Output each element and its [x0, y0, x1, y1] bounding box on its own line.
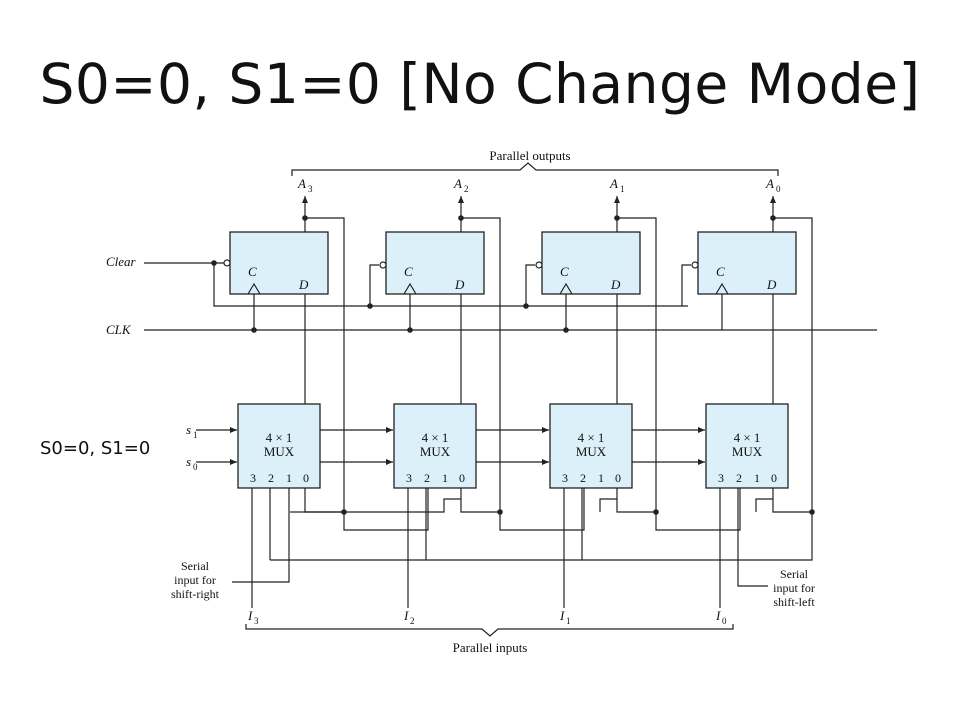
clk-label: CLK [106, 322, 132, 337]
serial-right-label-line1: Serial [181, 559, 210, 573]
select-state-note: S0=0, S1=0 [40, 438, 151, 459]
mux-subtitle: MUX [732, 444, 763, 459]
output-a3-label: A [297, 176, 306, 191]
output-a3-subscript: 3 [308, 184, 313, 194]
outputs-bracket [291, 162, 779, 176]
mux-subtitle: MUX [264, 444, 295, 459]
output-a1-label: A [609, 176, 618, 191]
slide-title: S0=0, S1=0 [No Change Mode] [39, 52, 921, 116]
mux-title: 4 × 1 [734, 430, 761, 445]
serial-right-label-line3: shift-right [171, 587, 220, 601]
junction-dots [211, 215, 815, 515]
mux-input-label: 0 [303, 471, 309, 485]
mux-input-label: 2 [268, 471, 274, 485]
mux-3 [237, 403, 321, 489]
mux-title: 4 × 1 [422, 430, 449, 445]
ff-d-label: D [610, 277, 621, 292]
mux-input-label: 3 [250, 471, 256, 485]
mux-0 [705, 403, 789, 489]
mux-subtitle: MUX [420, 444, 451, 459]
mux-title: 4 × 1 [578, 430, 605, 445]
s1-subscript: 1 [193, 430, 198, 440]
flipflop-a1 [535, 231, 641, 295]
clear-label: Clear [106, 254, 137, 269]
mux-title: 4 × 1 [266, 430, 293, 445]
s0-label: s [186, 454, 191, 469]
s0-subscript: 0 [193, 462, 198, 472]
clear-bus [213, 263, 688, 307]
mux-subtitle: MUX [576, 444, 607, 459]
flipflop-a3 [223, 231, 329, 295]
mux-input-label: 1 [754, 471, 760, 485]
input-i3-subscript: 3 [254, 616, 259, 626]
s1-label: s [186, 422, 191, 437]
ff-c-label: C [248, 264, 257, 279]
ff-c-label: C [560, 264, 569, 279]
serial-left-label-line3: shift-left [773, 595, 815, 609]
ff-c-label: C [404, 264, 413, 279]
mux-input-label: 1 [442, 471, 448, 485]
mux-input-label: 3 [718, 471, 724, 485]
ff-d-label: D [454, 277, 465, 292]
ff-d-label: D [766, 277, 777, 292]
mux-input-label: 3 [562, 471, 568, 485]
input-i2-label: I [403, 608, 409, 623]
mux-input-label: 0 [771, 471, 777, 485]
input-i0-label: I [715, 608, 721, 623]
mux-input-label: 2 [736, 471, 742, 485]
inputs-bracket [245, 624, 734, 637]
mux-blocks [237, 403, 789, 489]
mux-1 [549, 403, 633, 489]
input-i3-label: I [247, 608, 253, 623]
input-i1-label: I [559, 608, 565, 623]
flipflop-a0 [691, 231, 797, 295]
output-a1-subscript: 1 [620, 184, 625, 194]
flipflop-a2 [379, 231, 485, 295]
flipflop-blocks [223, 231, 797, 295]
ff-d-label: D [298, 277, 309, 292]
mux-input-label: 1 [598, 471, 604, 485]
output-a0-label: A [765, 176, 774, 191]
parallel-outputs-label: Parallel outputs [489, 148, 570, 163]
input-i1-subscript: 1 [566, 616, 571, 626]
mux-input-label: 1 [286, 471, 292, 485]
signal-arrows [230, 196, 776, 465]
serial-left-label-line2: input for [773, 581, 815, 595]
serial-left-label-line1: Serial [780, 567, 809, 581]
ff-c-label: C [716, 264, 725, 279]
serial-right-label-line2: input for [174, 573, 216, 587]
output-a0-subscript: 0 [776, 184, 781, 194]
mux-2 [393, 403, 477, 489]
input-i2-subscript: 2 [410, 616, 415, 626]
mux-input-label: 0 [615, 471, 621, 485]
mux-input-label: 2 [580, 471, 586, 485]
output-a2-label: A [453, 176, 462, 191]
mux-input-label: 3 [406, 471, 412, 485]
input-i0-subscript: 0 [722, 616, 727, 626]
output-a2-subscript: 2 [464, 184, 469, 194]
mux-input-label: 0 [459, 471, 465, 485]
parallel-inputs-label: Parallel inputs [453, 640, 528, 655]
mux-input-label: 2 [424, 471, 430, 485]
